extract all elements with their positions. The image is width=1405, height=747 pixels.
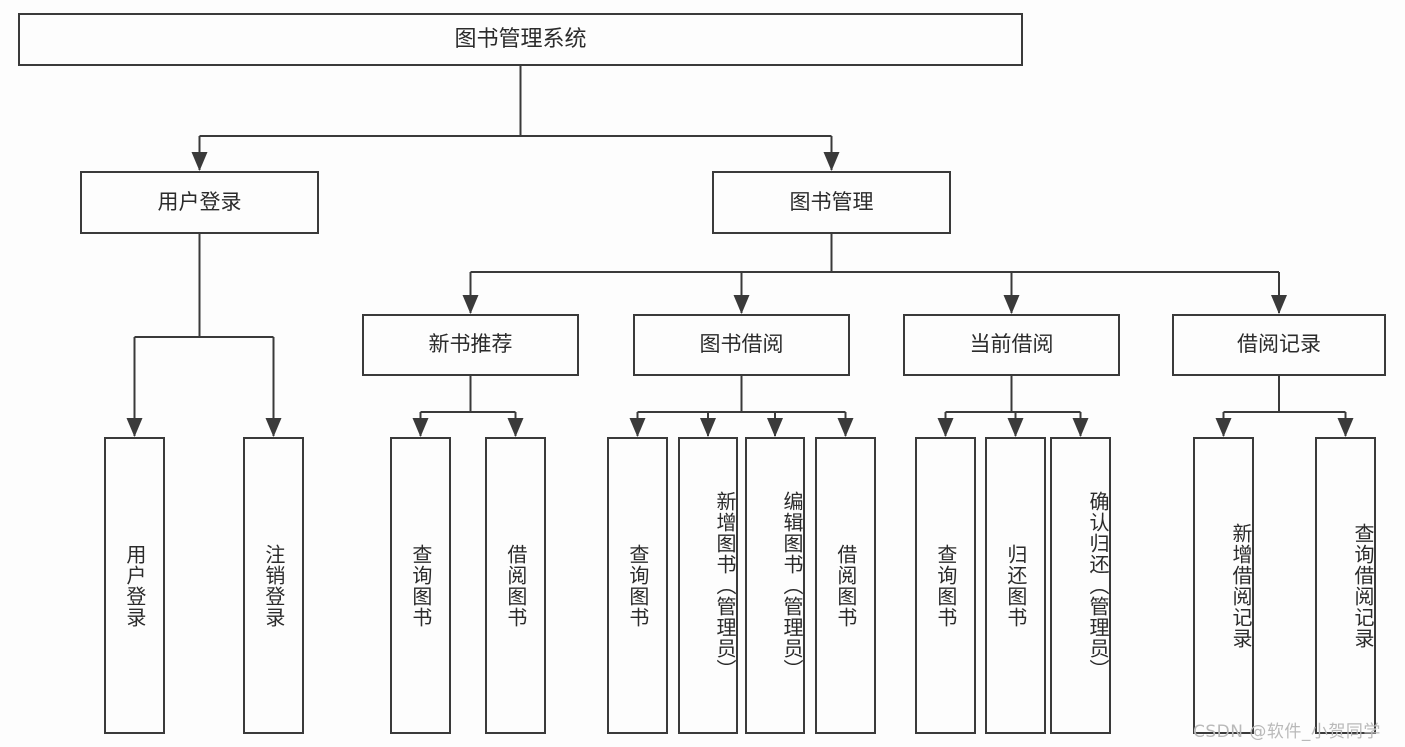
node-label: 查询图书 (408, 543, 433, 628)
node-label: 编辑图书（管理员） (780, 491, 804, 680)
node-label: 查询图书 (933, 543, 958, 628)
node-leaf-query-book-cb[interactable]: 查询图书 (915, 437, 976, 734)
node-label: 查询借阅记录 (1351, 522, 1375, 649)
node-label: 确认归还（管理员） (1086, 491, 1110, 680)
node-book-borrow[interactable]: 图书借阅 (633, 314, 850, 376)
node-label: 借阅图书 (833, 543, 858, 628)
node-leaf-return-book[interactable]: 归还图书 (985, 437, 1046, 734)
node-leaf-confirm-return[interactable]: 确认归还（管理员） (1050, 437, 1111, 734)
node-root[interactable]: 图书管理系统 (18, 13, 1023, 66)
node-label: 用户登录 (157, 189, 242, 214)
node-leaf-add-book[interactable]: 新增图书（管理员） (678, 437, 738, 734)
node-new-book-rec[interactable]: 新书推荐 (362, 314, 579, 376)
node-leaf-logout[interactable]: 注销登录 (243, 437, 304, 734)
node-leaf-query-record[interactable]: 查询借阅记录 (1315, 437, 1376, 734)
node-leaf-query-book-rec[interactable]: 查询图书 (390, 437, 451, 734)
node-label: 图书管理系统 (454, 26, 587, 52)
node-label: 新增借阅记录 (1229, 522, 1253, 649)
node-label: 图书借阅 (699, 332, 784, 357)
node-label: 归还图书 (1003, 543, 1028, 628)
node-label: 当前借阅 (969, 332, 1054, 357)
node-leaf-borrow-book-rec[interactable]: 借阅图书 (485, 437, 546, 734)
node-book-manage[interactable]: 图书管理 (712, 171, 951, 234)
node-label: 新增图书（管理员） (713, 491, 737, 680)
node-borrow-record[interactable]: 借阅记录 (1172, 314, 1386, 376)
node-leaf-user-login[interactable]: 用户登录 (104, 437, 165, 734)
node-label: 借阅图书 (503, 543, 528, 628)
node-label: 用户登录 (122, 543, 147, 628)
node-label: 借阅记录 (1237, 332, 1321, 357)
csdn-watermark: CSDN @软件_小贺同学 (1193, 722, 1381, 742)
node-user-login[interactable]: 用户登录 (80, 171, 319, 234)
node-leaf-query-book-bb[interactable]: 查询图书 (607, 437, 668, 734)
node-label: 查询图书 (625, 543, 650, 628)
node-leaf-add-record[interactable]: 新增借阅记录 (1193, 437, 1254, 734)
node-current-borrow[interactable]: 当前借阅 (903, 314, 1120, 376)
node-label: 新书推荐 (428, 332, 513, 357)
node-leaf-borrow-book-bb[interactable]: 借阅图书 (815, 437, 876, 734)
node-label: 注销登录 (261, 543, 286, 628)
node-leaf-edit-book[interactable]: 编辑图书（管理员） (745, 437, 805, 734)
node-label: 图书管理 (789, 189, 874, 214)
